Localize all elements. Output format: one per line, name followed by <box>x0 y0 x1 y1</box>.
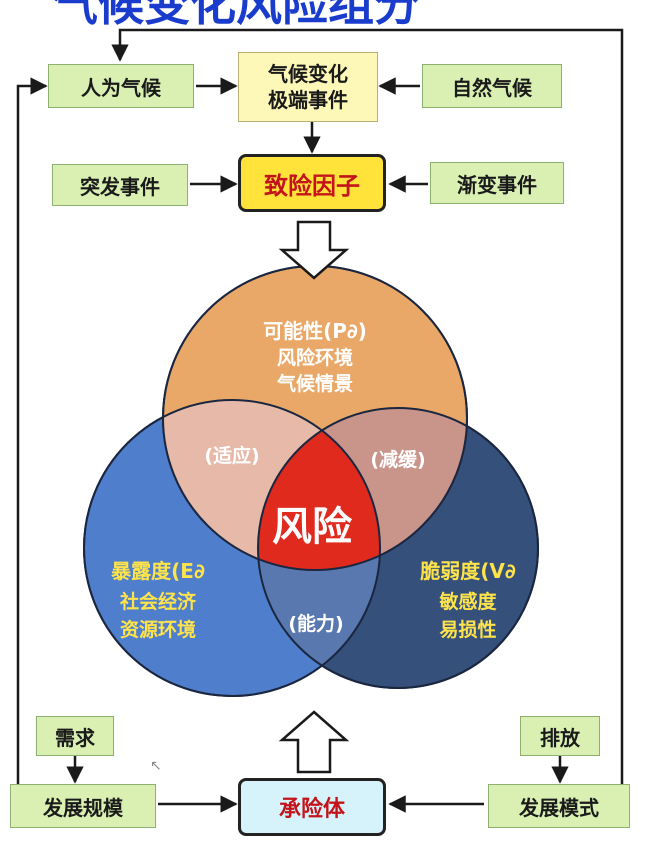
venn-top-line3: 气候情景 <box>276 372 353 395</box>
overlap-adapt-label: (适应) <box>204 444 259 467</box>
venn-left-line1: 暴露度(E∂ <box>111 559 205 583</box>
overlap-capacity-label: (能力) <box>288 612 343 635</box>
box-human-climate-label: 人为气候 <box>81 75 161 100</box>
box-natural-climate: 自然气候 <box>422 64 562 108</box>
venn-left-line3: 资源环境 <box>120 618 196 641</box>
hollow-down-arrow <box>278 220 350 280</box>
hollow-up-arrow <box>278 710 350 774</box>
box-development-mode-label: 发展模式 <box>519 795 599 820</box>
loop-right-to-top <box>111 28 624 802</box>
box-climate-change-line1: 气候变化 <box>268 62 348 86</box>
mouse-cursor-icon: ↖ <box>150 758 162 774</box>
box-human-climate: 人为气候 <box>48 64 194 108</box>
box-natural-climate-label: 自然气候 <box>452 75 532 100</box>
page-title: 气候变化风险组分 <box>52 0 612 26</box>
box-gradual-events: 渐变事件 <box>430 162 564 204</box>
venn-left-line2: 社会经济 <box>119 590 197 613</box>
box-hazard: 致险因子 <box>238 154 386 212</box>
venn-top-line2: 风险环境 <box>277 346 353 369</box>
overlap-center <box>258 408 380 570</box>
box-development-scale-label: 发展规模 <box>43 795 123 820</box>
box-sudden-events-label: 突发事件 <box>80 174 160 199</box>
overlap-mitigate-label: (减缓) <box>370 448 425 471</box>
box-exposed-body: 承险体 <box>238 778 386 836</box>
venn-top-line1: 可能性(P∂) <box>263 319 367 343</box>
box-demand: 需求 <box>36 716 114 756</box>
box-demand-label: 需求 <box>55 725 95 750</box>
box-development-scale: 发展规模 <box>10 784 156 828</box>
box-climate-change: 气候变化 极端事件 <box>238 52 378 122</box>
venn-right-line3: 易损性 <box>439 618 496 641</box>
box-hazard-label: 致险因子 <box>264 171 360 200</box>
box-development-mode: 发展模式 <box>488 784 630 828</box>
box-emission-label: 排放 <box>540 725 580 750</box>
box-climate-change-line2: 极端事件 <box>268 88 348 112</box>
venn-right-line1: 脆弱度(V∂ <box>420 559 516 583</box>
title-text: 气候变化风险组分 <box>52 0 420 26</box>
venn-right-line2: 敏感度 <box>438 590 497 613</box>
box-gradual-events-label: 渐变事件 <box>457 172 537 197</box>
box-exposed-body-label: 承险体 <box>278 797 345 822</box>
loop-left-up <box>16 77 48 790</box>
box-sudden-events: 突发事件 <box>52 164 188 206</box>
center-risk-label: 风险 <box>272 504 353 550</box>
box-emission: 排放 <box>520 716 600 756</box>
